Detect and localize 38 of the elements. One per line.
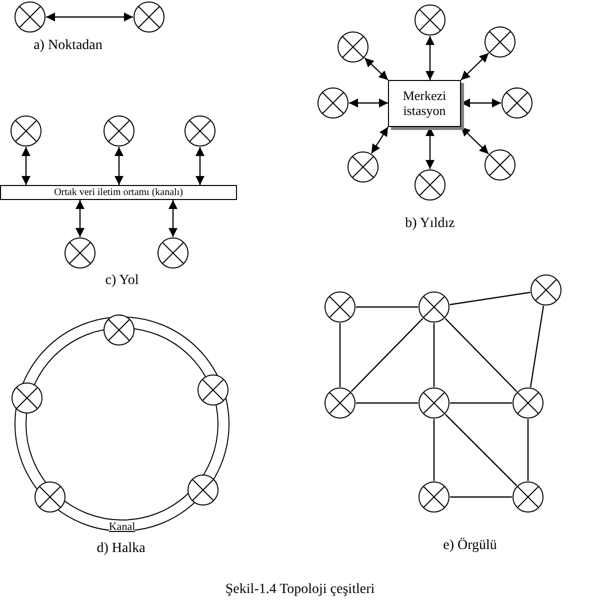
link-line bbox=[350, 318, 424, 392]
panel-caption: b) Yıldız bbox=[405, 216, 455, 232]
double-arrow bbox=[196, 147, 204, 185]
double-arrow bbox=[76, 200, 84, 237]
double-arrow bbox=[364, 58, 388, 80]
link-line bbox=[450, 402, 512, 404]
link-line bbox=[450, 496, 512, 498]
link-line bbox=[450, 292, 530, 306]
double-arrow bbox=[22, 147, 30, 185]
panel-caption: e) Örgülü bbox=[443, 538, 497, 554]
double-arrow bbox=[460, 52, 489, 80]
double-arrow bbox=[168, 200, 178, 237]
link-line bbox=[444, 414, 518, 486]
link-line bbox=[527, 419, 529, 481]
link-line bbox=[444, 318, 518, 392]
link-line bbox=[530, 306, 544, 388]
channel-label: Kanal bbox=[108, 520, 136, 532]
link-line bbox=[433, 419, 435, 481]
double-arrow bbox=[46, 12, 133, 22]
panel-caption: a) Noktadan bbox=[34, 38, 102, 54]
double-arrow bbox=[370, 126, 388, 154]
double-arrow bbox=[461, 98, 501, 108]
channel-bar bbox=[0, 185, 237, 200]
double-arrow bbox=[114, 147, 124, 185]
double-arrow bbox=[426, 127, 434, 169]
panel-caption: d) Halka bbox=[96, 541, 146, 557]
station-box bbox=[388, 80, 461, 127]
link-line bbox=[356, 306, 418, 308]
double-arrow bbox=[349, 98, 388, 108]
link-line bbox=[433, 323, 435, 387]
link-line bbox=[356, 402, 418, 404]
figure-caption: Şekil-1.4 Topoloji çeşitleri bbox=[225, 582, 375, 598]
bar-label: Ortak veri iletim ortamı (kanalı) bbox=[54, 186, 183, 198]
panel-caption: c) Yol bbox=[105, 273, 139, 289]
double-arrow bbox=[426, 36, 434, 80]
link-line bbox=[339, 323, 341, 387]
double-arrow bbox=[460, 126, 489, 154]
box-label: Merkezi istasyon bbox=[402, 88, 448, 118]
